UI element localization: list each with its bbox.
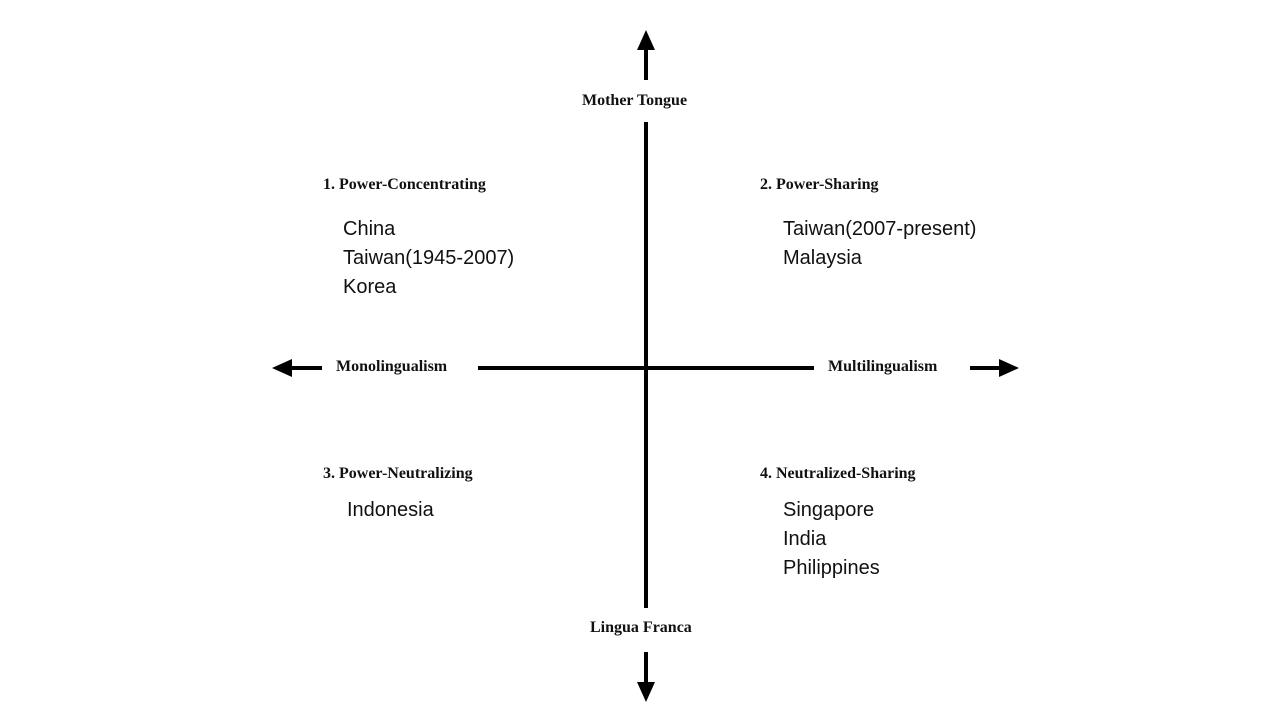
axis-label-right: Multilingualism — [828, 358, 938, 375]
quadrant-4-title: 4. Neutralized-Sharing — [760, 465, 916, 482]
list-item: Taiwan(2007-present) — [783, 218, 977, 240]
arrow-left-icon — [272, 359, 322, 377]
list-item: Philippines — [783, 557, 880, 579]
axis-label-left: Monolingualism — [336, 358, 448, 375]
quadrant-3-title: 3. Power-Neutralizing — [323, 465, 473, 482]
quadrant-1-title: 1. Power-Concentrating — [323, 176, 486, 193]
arrow-down-icon — [637, 652, 655, 702]
list-item: Taiwan(1945-2007) — [343, 247, 515, 269]
list-item: Singapore — [783, 499, 875, 521]
quadrant-2-list: Taiwan(2007-present) Malaysia — [783, 215, 976, 273]
quadrant-1-list: China Taiwan(1945-2007) Korea — [343, 215, 514, 302]
quadrant-2-title: 2. Power-Sharing — [760, 176, 879, 193]
quadrant-3-list: Indonesia — [347, 496, 434, 525]
list-item: Korea — [343, 276, 397, 298]
list-item: China — [343, 218, 396, 240]
list-item: Indonesia — [347, 499, 434, 521]
list-item: Malaysia — [783, 247, 862, 269]
list-item: India — [783, 528, 827, 550]
arrow-up-icon — [637, 30, 655, 80]
arrow-right-icon — [970, 359, 1019, 377]
quadrant-4-list: Singapore India Philippines — [783, 496, 880, 583]
axis-label-top: Mother Tongue — [582, 92, 688, 109]
axis-label-bottom: Lingua Franca — [590, 619, 692, 636]
